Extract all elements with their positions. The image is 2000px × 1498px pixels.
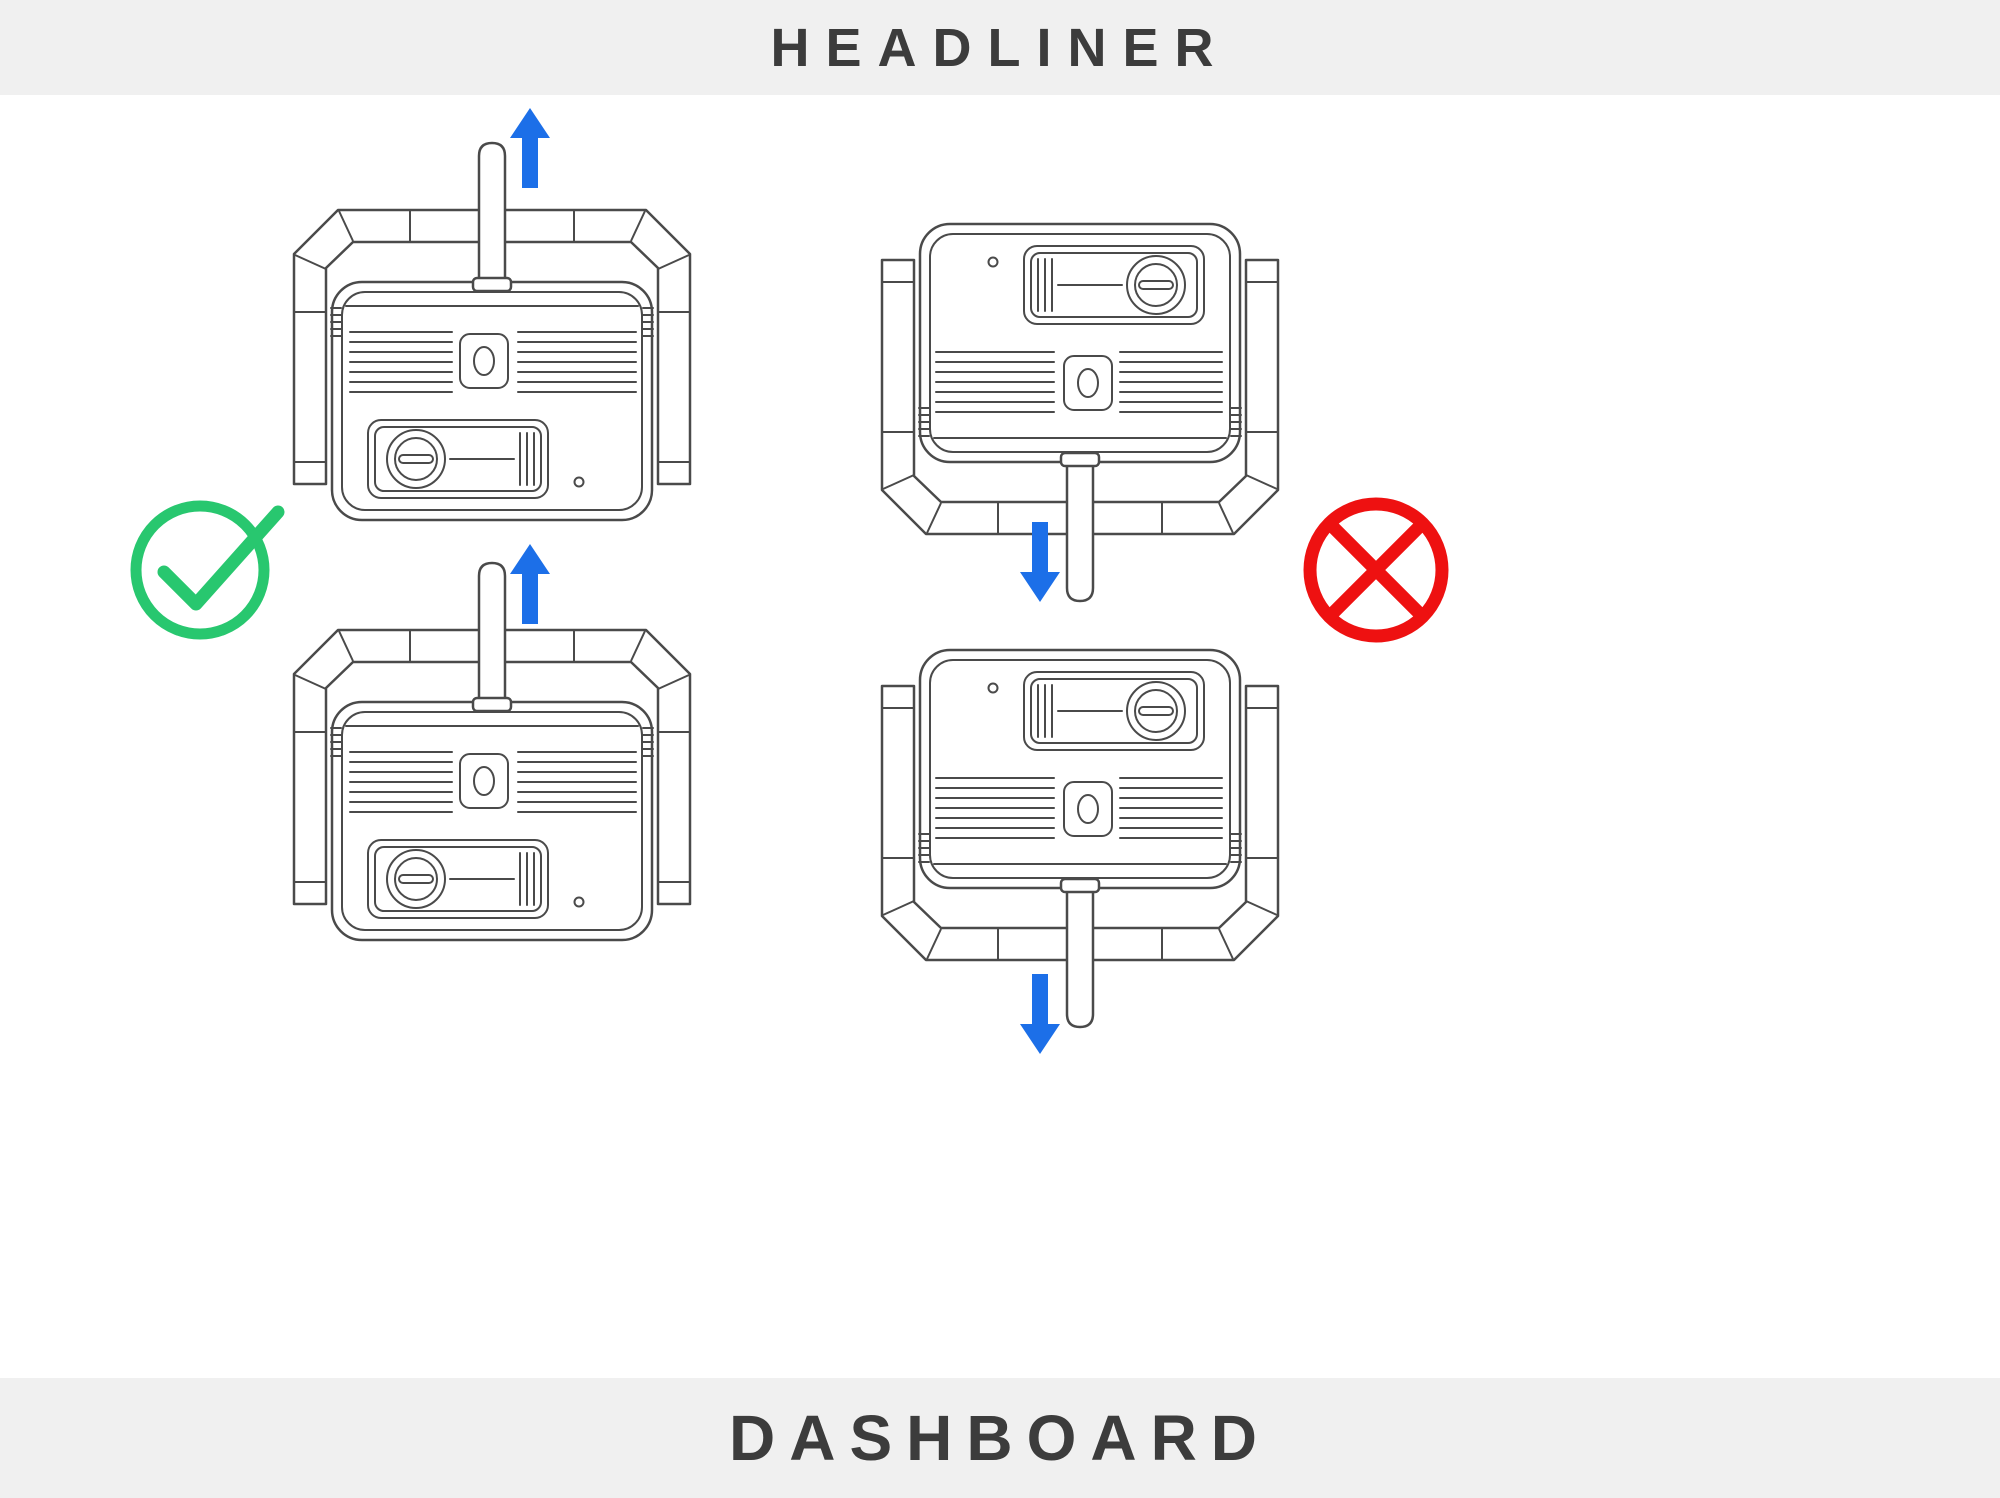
dashboard-banner: DASHBOARD	[0, 1378, 2000, 1498]
down-arrow-icon	[1020, 522, 1060, 602]
headliner-banner: HEADLINER	[0, 0, 2000, 95]
device-incorrect-lower	[880, 638, 1280, 1038]
device-incorrect-upper	[880, 212, 1280, 612]
up-arrow-icon	[510, 544, 550, 624]
dashboard-label: DASHBOARD	[729, 1402, 1271, 1474]
headliner-label: HEADLINER	[770, 17, 1230, 78]
device-correct-upper	[292, 132, 692, 532]
device-correct-lower	[292, 552, 692, 952]
check-circle-icon	[130, 500, 285, 640]
up-arrow-icon	[510, 108, 550, 188]
down-arrow-icon	[1020, 974, 1060, 1054]
crossed-circle-icon	[1303, 497, 1449, 643]
